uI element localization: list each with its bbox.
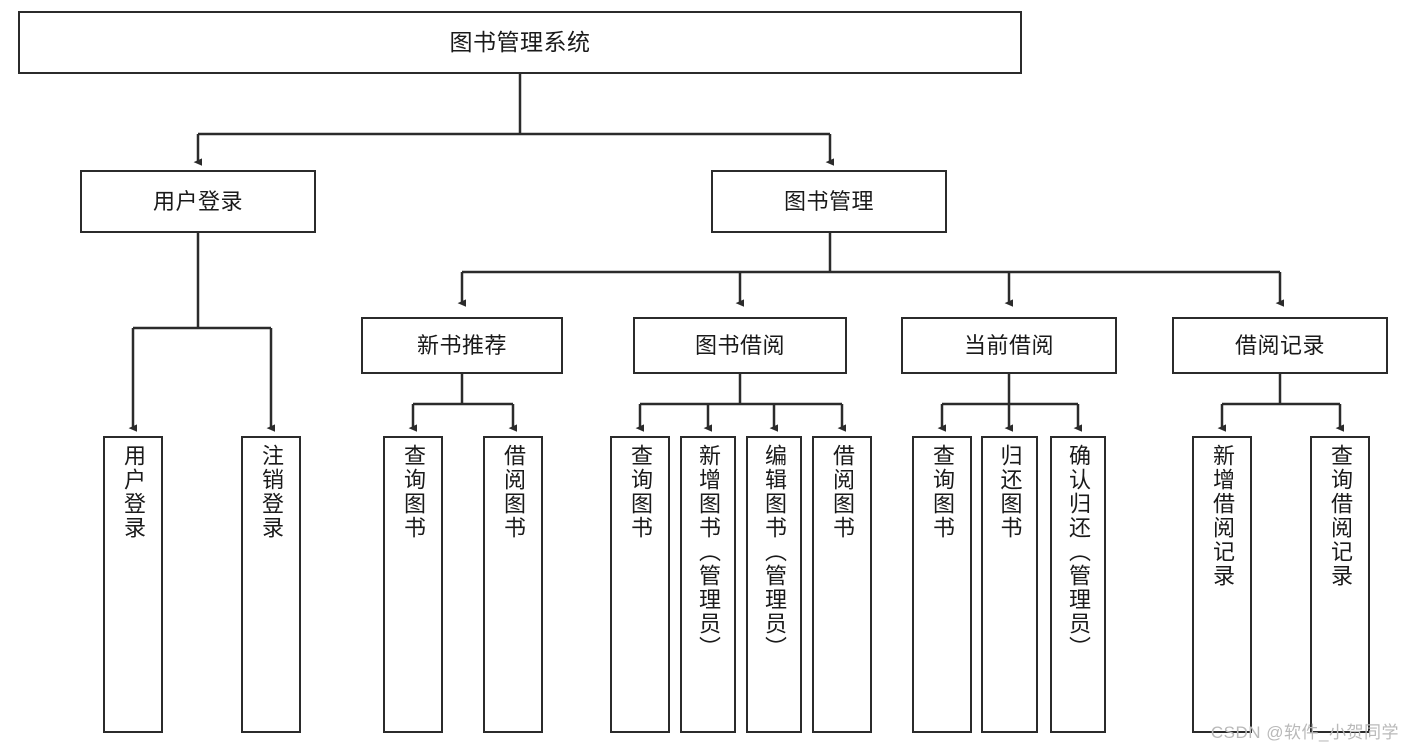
- leaf-return-book[interactable]: 归还图书: [981, 436, 1038, 733]
- node-label: 图书管理系统: [449, 28, 591, 55]
- node-label: 编辑图书（管理员）: [762, 444, 787, 660]
- node-label: 借阅图书: [501, 444, 526, 540]
- node-root-system[interactable]: 图书管理系统: [18, 11, 1022, 74]
- node-label: 用户登录: [121, 444, 146, 540]
- node-label: 图书借阅: [694, 332, 785, 358]
- node-label: 查询图书: [401, 444, 426, 540]
- leaf-edit-book-admin[interactable]: 编辑图书（管理员）: [746, 436, 802, 733]
- leaf-search-borrow-record[interactable]: 查询借阅记录: [1310, 436, 1370, 733]
- node-label: 查询图书: [628, 444, 653, 540]
- node-user-login[interactable]: 用户登录: [80, 170, 316, 233]
- node-label: 借阅图书: [830, 444, 855, 540]
- node-book-borrow[interactable]: 图书借阅: [633, 317, 847, 374]
- node-borrow-record[interactable]: 借阅记录: [1172, 317, 1388, 374]
- leaf-user-login[interactable]: 用户登录: [103, 436, 163, 733]
- leaf-search-book-borrow[interactable]: 查询图书: [610, 436, 670, 733]
- node-label: 新书推荐: [416, 332, 507, 358]
- node-label: 新增图书（管理员）: [696, 444, 721, 660]
- node-label: 图书管理: [783, 188, 874, 214]
- leaf-logout[interactable]: 注销登录: [241, 436, 301, 733]
- watermark: CSDN @软件_小贺同学: [1210, 723, 1399, 742]
- leaf-search-book-recommend[interactable]: 查询图书: [383, 436, 443, 733]
- leaf-add-borrow-record[interactable]: 新增借阅记录: [1192, 436, 1252, 733]
- leaf-search-book-current[interactable]: 查询图书: [912, 436, 972, 733]
- node-book-management[interactable]: 图书管理: [711, 170, 947, 233]
- node-label: 查询借阅记录: [1328, 444, 1353, 588]
- node-current-borrow[interactable]: 当前借阅: [901, 317, 1117, 374]
- node-label: 查询图书: [930, 444, 955, 540]
- leaf-borrow-book[interactable]: 借阅图书: [812, 436, 872, 733]
- node-label: 归还图书: [997, 444, 1023, 540]
- node-label: 确认归还（管理员）: [1066, 444, 1091, 660]
- node-label: 新增借阅记录: [1210, 444, 1235, 588]
- leaf-borrow-book-recommend[interactable]: 借阅图书: [483, 436, 543, 733]
- node-label: 借阅记录: [1234, 332, 1325, 358]
- node-label: 注销登录: [259, 444, 284, 540]
- node-new-book-recommend[interactable]: 新书推荐: [361, 317, 563, 374]
- leaf-confirm-return-admin[interactable]: 确认归还（管理员）: [1050, 436, 1106, 733]
- leaf-add-book-admin[interactable]: 新增图书（管理员）: [680, 436, 736, 733]
- node-label: 当前借阅: [963, 332, 1054, 358]
- node-label: 用户登录: [152, 188, 243, 214]
